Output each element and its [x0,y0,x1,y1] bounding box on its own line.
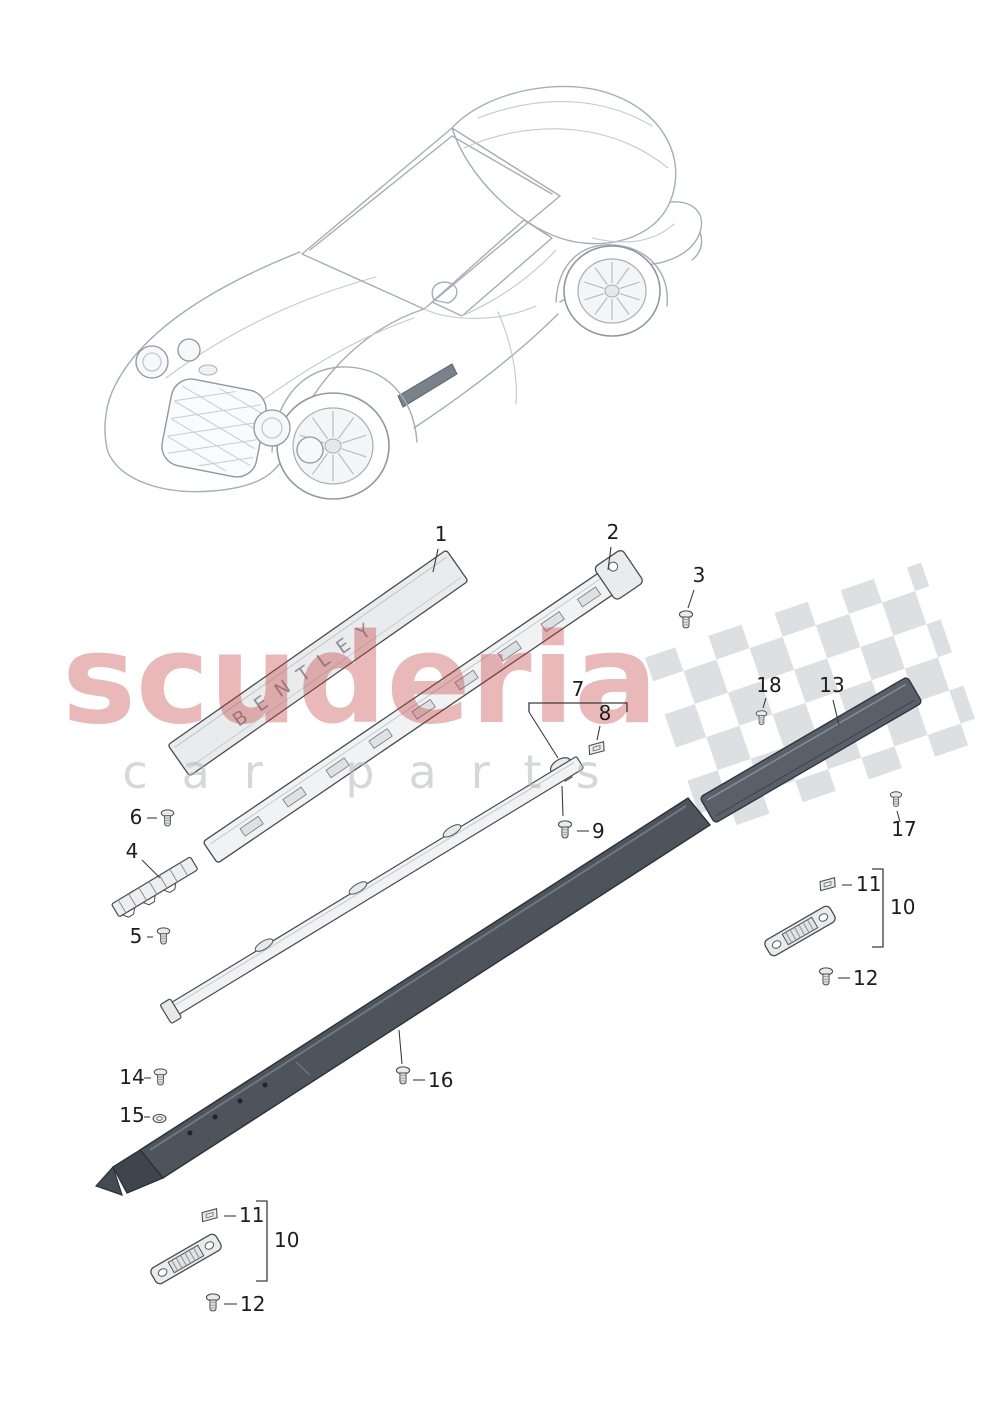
rear-wheel [563,245,661,337]
callout-17: 17 [891,810,917,841]
part-16-screw [395,1066,411,1085]
watermark-sub-text: car parts [122,745,633,799]
part-6-screw [160,809,175,827]
part-11-clip-bottom [199,1208,220,1223]
part-10-plate-bottom [148,1231,224,1287]
part-11-clip-right [817,877,838,892]
callout-3: 3 [687,563,706,609]
part-12-screw-bottom [205,1293,221,1312]
windshield [301,127,561,310]
headlights [135,338,324,464]
side-mirror [431,281,458,304]
callout-11-right-label: 11 [856,872,881,896]
front-wheel [276,392,390,500]
callout-10-right-label: 10 [890,895,915,919]
car-illustration [104,85,703,500]
callouts: 1 2 3 7 8 9 18 13 [119,520,916,1316]
callout-2: 2 [607,520,620,571]
callout-13: 13 [819,673,845,726]
callout-7: 7 [528,677,628,817]
callout-18: 18 [756,673,782,709]
callout-12-bottom-label: 12 [240,1292,265,1316]
part-sill-panel [94,797,712,1196]
callout-10-bottom: 10 [256,1200,299,1282]
part-14-screw [153,1068,168,1086]
callout-14-label: 14 [119,1065,144,1089]
callout-16-label: 16 [428,1068,453,1092]
callout-2-label: 2 [607,520,620,544]
grille [161,378,267,478]
callout-12-right-label: 12 [853,966,878,990]
sill-location-highlight [397,363,458,408]
callout-1: 1 [432,522,448,573]
part-17-screw [889,791,903,807]
part-10-plate-right [762,903,838,959]
callout-7-label: 7 [572,677,585,701]
callout-8-label: 8 [599,701,612,725]
callout-4: 4 [126,839,161,879]
callout-11-bottom-label: 11 [239,1203,264,1227]
callout-14: 14 [119,1065,151,1089]
callout-16: 16 [398,1029,453,1092]
callout-10-bottom-label: 10 [274,1228,299,1252]
convertible-roof [451,85,677,245]
callout-6-label: 6 [130,805,143,829]
part-3-screw [678,610,694,629]
part-retaining-rail [160,756,584,1024]
watermark-brand-text: scuderia [62,608,658,752]
callout-11-bottom: 11 [224,1203,264,1227]
callout-8: 8 [596,701,612,741]
callout-12-bottom: 12 [224,1292,265,1316]
callout-9: 9 [577,819,605,843]
callout-17-label: 17 [891,817,916,841]
callout-6: 6 [130,805,157,829]
parts: BENTLEY [94,550,922,1312]
part-4-bracket [111,856,198,918]
side-window [431,219,553,317]
callout-18-label: 18 [756,673,781,697]
part-15-washer [152,1113,167,1124]
checkered-flag-watermark [645,562,983,836]
watermark: scuderia car parts [62,608,658,799]
bentley-badge [198,364,218,376]
callout-5: 5 [130,924,153,948]
callout-11-right: 11 [842,872,881,896]
callout-13-label: 13 [819,673,844,697]
part-5-screw [156,927,171,945]
part-13-sill-strip [700,677,922,823]
part-12-screw-right [818,967,834,986]
callout-1-label: 1 [435,522,448,546]
part-2-carrier-rail [203,550,643,863]
callout-4-label: 4 [126,839,139,863]
callout-3-label: 3 [693,563,706,587]
callout-15-label: 15 [119,1103,144,1127]
callout-12-right: 12 [838,966,878,990]
callout-15: 15 [119,1103,150,1127]
callout-5-label: 5 [130,924,143,948]
part-9-screw [557,820,573,839]
callout-9-label: 9 [592,819,605,843]
callout-10-right: 10 [872,868,915,948]
